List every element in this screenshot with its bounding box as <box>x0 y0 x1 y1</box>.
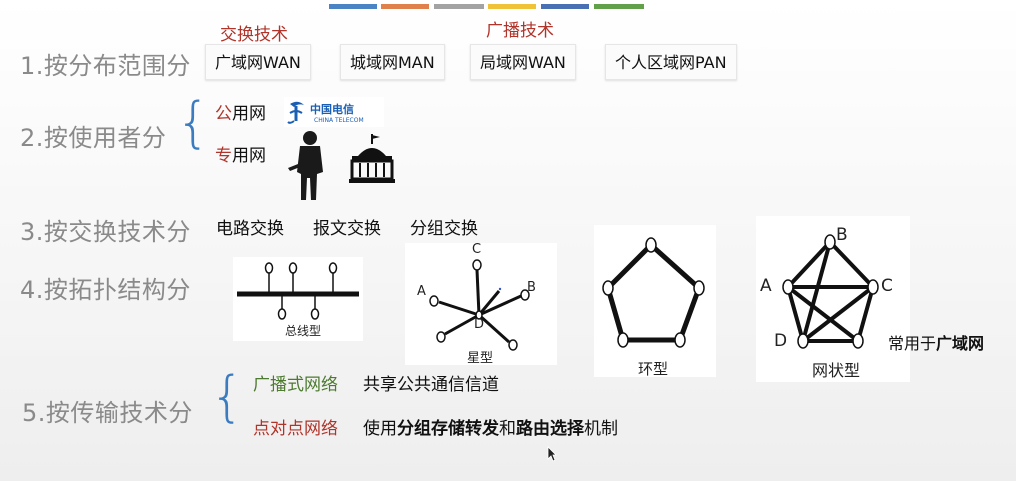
mesh-label-b: B <box>836 225 848 245</box>
p2p-network-desc: 使用分组存储转发和路由选择机制 <box>363 419 618 439</box>
public-network: 公用网 <box>215 104 266 124</box>
mesh-caption: 网状型 <box>812 361 861 380</box>
china-telecom-logo: 中国电信 CHINA TELECOM <box>284 97 384 127</box>
color-bar-green <box>594 4 644 9</box>
heading-topology: 4.按拓扑结构分 <box>20 276 191 304</box>
star-topology-diagram: C A B D 星型 <box>405 242 557 366</box>
ring-topology-diagram: 环型 <box>594 225 716 378</box>
label-switching-tech: 交换技术 <box>220 25 288 45</box>
heading-users: 2.按使用者分 <box>20 124 167 152</box>
tag-pan: 个人区域网PAN <box>605 44 737 80</box>
tag-lan: 局域网WAN <box>470 44 576 80</box>
svg-text:CHINA TELECOM: CHINA TELECOM <box>314 117 364 124</box>
mesh-note: 常用于广域网 <box>888 334 985 353</box>
brace-transmission: { <box>210 365 245 428</box>
broadcast-network-desc: 共享公共通信信道 <box>363 375 499 395</box>
bus-topology-diagram: 总线型 <box>233 257 363 341</box>
heading-transmission: 5.按传输技术分 <box>22 399 193 427</box>
mouse-cursor-icon <box>547 446 557 462</box>
color-bar-blue <box>329 4 377 9</box>
brace-users: { <box>176 91 211 154</box>
svg-text:中国电信: 中国电信 <box>310 102 354 116</box>
bus-caption: 总线型 <box>285 324 322 338</box>
color-bar-yellow <box>488 4 536 9</box>
soldier-icon <box>286 130 332 204</box>
broadcast-network-label: 广播式网络 <box>253 375 338 395</box>
label-broadcast-tech: 广播技术 <box>486 21 554 41</box>
mesh-topology-diagram: B A C D 网状型 <box>756 216 910 382</box>
heading-distribution: 1.按分布范围分 <box>20 52 191 80</box>
color-bar-orange <box>381 4 429 9</box>
government-building-icon <box>346 132 398 184</box>
color-bar-darkblue <box>541 4 589 9</box>
mesh-label-d: D <box>774 331 788 351</box>
color-bar-gray <box>434 4 484 9</box>
star-label-b: B <box>527 280 536 295</box>
mesh-label-a: A <box>760 276 772 296</box>
star-label-a: A <box>417 284 426 299</box>
packet-switching: 分组交换 <box>410 219 478 239</box>
message-switching: 报文交换 <box>313 219 381 239</box>
circuit-switching: 电路交换 <box>216 219 284 239</box>
mesh-label-c: C <box>881 276 893 296</box>
heading-switching: 3.按交换技术分 <box>20 218 191 246</box>
tag-wan: 广域网WAN <box>205 44 311 80</box>
star-label-c: C <box>472 242 482 257</box>
star-label-d: D <box>474 317 485 332</box>
ring-caption: 环型 <box>638 360 669 378</box>
private-network: 专用网 <box>215 146 266 166</box>
p2p-network-label: 点对点网络 <box>253 419 338 439</box>
star-caption: 星型 <box>467 351 494 366</box>
tag-man: 城域网MAN <box>340 44 445 80</box>
